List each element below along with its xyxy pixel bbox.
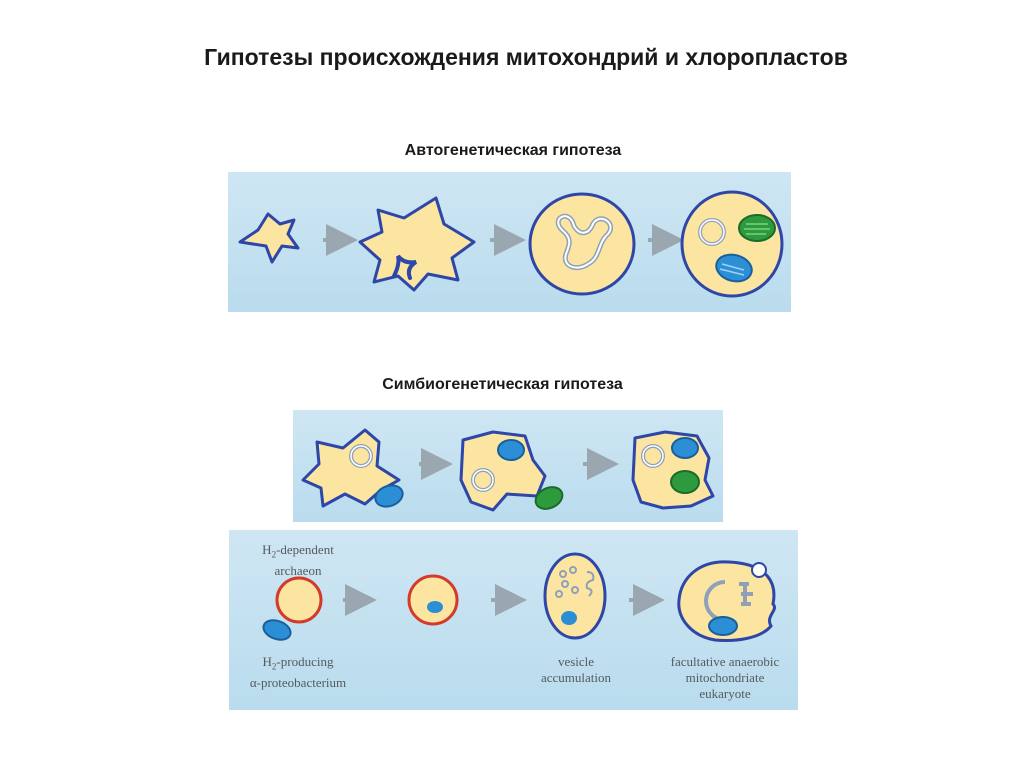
eukaryote-label: facultative anaerobic mitochondriate euk… [655,654,795,702]
engulfed-bacterium [427,601,443,613]
bacterium-label-line2: α-proteobacterium [250,675,346,690]
eukaryote-vacuole [752,563,766,577]
chloroplast [739,215,775,241]
bacterium-label: H2-producing α-proteobacterium [233,654,363,691]
eukaryote-label-line1: facultative anaerobic [671,654,780,669]
vesicle-label-line2: accumulation [541,670,611,685]
archaeon-label-rest: -dependent [276,542,334,557]
vesicle-label: vesicle accumulation [521,654,631,686]
archaeon-label-h: H [262,542,271,557]
bacterium-label-rest: -producing [276,654,333,669]
autogenetic-heading: Автогенетическая гипотеза [340,142,686,160]
small-star-cell [240,214,298,262]
eukaryote-label-line3: eukaryote [699,686,750,701]
symbiogenetic-heading: Симбиогенетическая гипотеза [320,376,685,394]
large-star-cell [360,198,474,290]
vesicle-label-line1: vesicle [558,654,594,669]
eukaryote-mitochondrion [709,617,737,635]
symbiogenetic-panel [293,410,723,522]
eukaryote-label-line2: mitochondriate [686,670,765,685]
page-title: Гипотезы происхождения митохондрий и хло… [0,44,1024,71]
final-mitochondrion [672,438,698,458]
archaeon-cell [277,578,321,622]
final-chloroplast [671,471,699,493]
symbiogenetic-diagram [293,410,723,522]
archaeon-with-symbiont [409,576,457,624]
hydrogen-hypothesis-panel: H2-dependent archaeon H2-producing α-pro… [229,530,798,710]
internal-mitochondrion [498,440,524,460]
archaeon-label: H2-dependent archaeon [243,542,353,579]
vesicle-cell-mitochondrion [561,611,577,625]
round-cell-membranes [530,194,634,294]
bacterium-label-h: H [263,654,272,669]
autogenetic-panel [228,172,791,312]
autogenetic-diagram [228,172,791,312]
archaeon-label-line2: archaeon [275,563,322,578]
